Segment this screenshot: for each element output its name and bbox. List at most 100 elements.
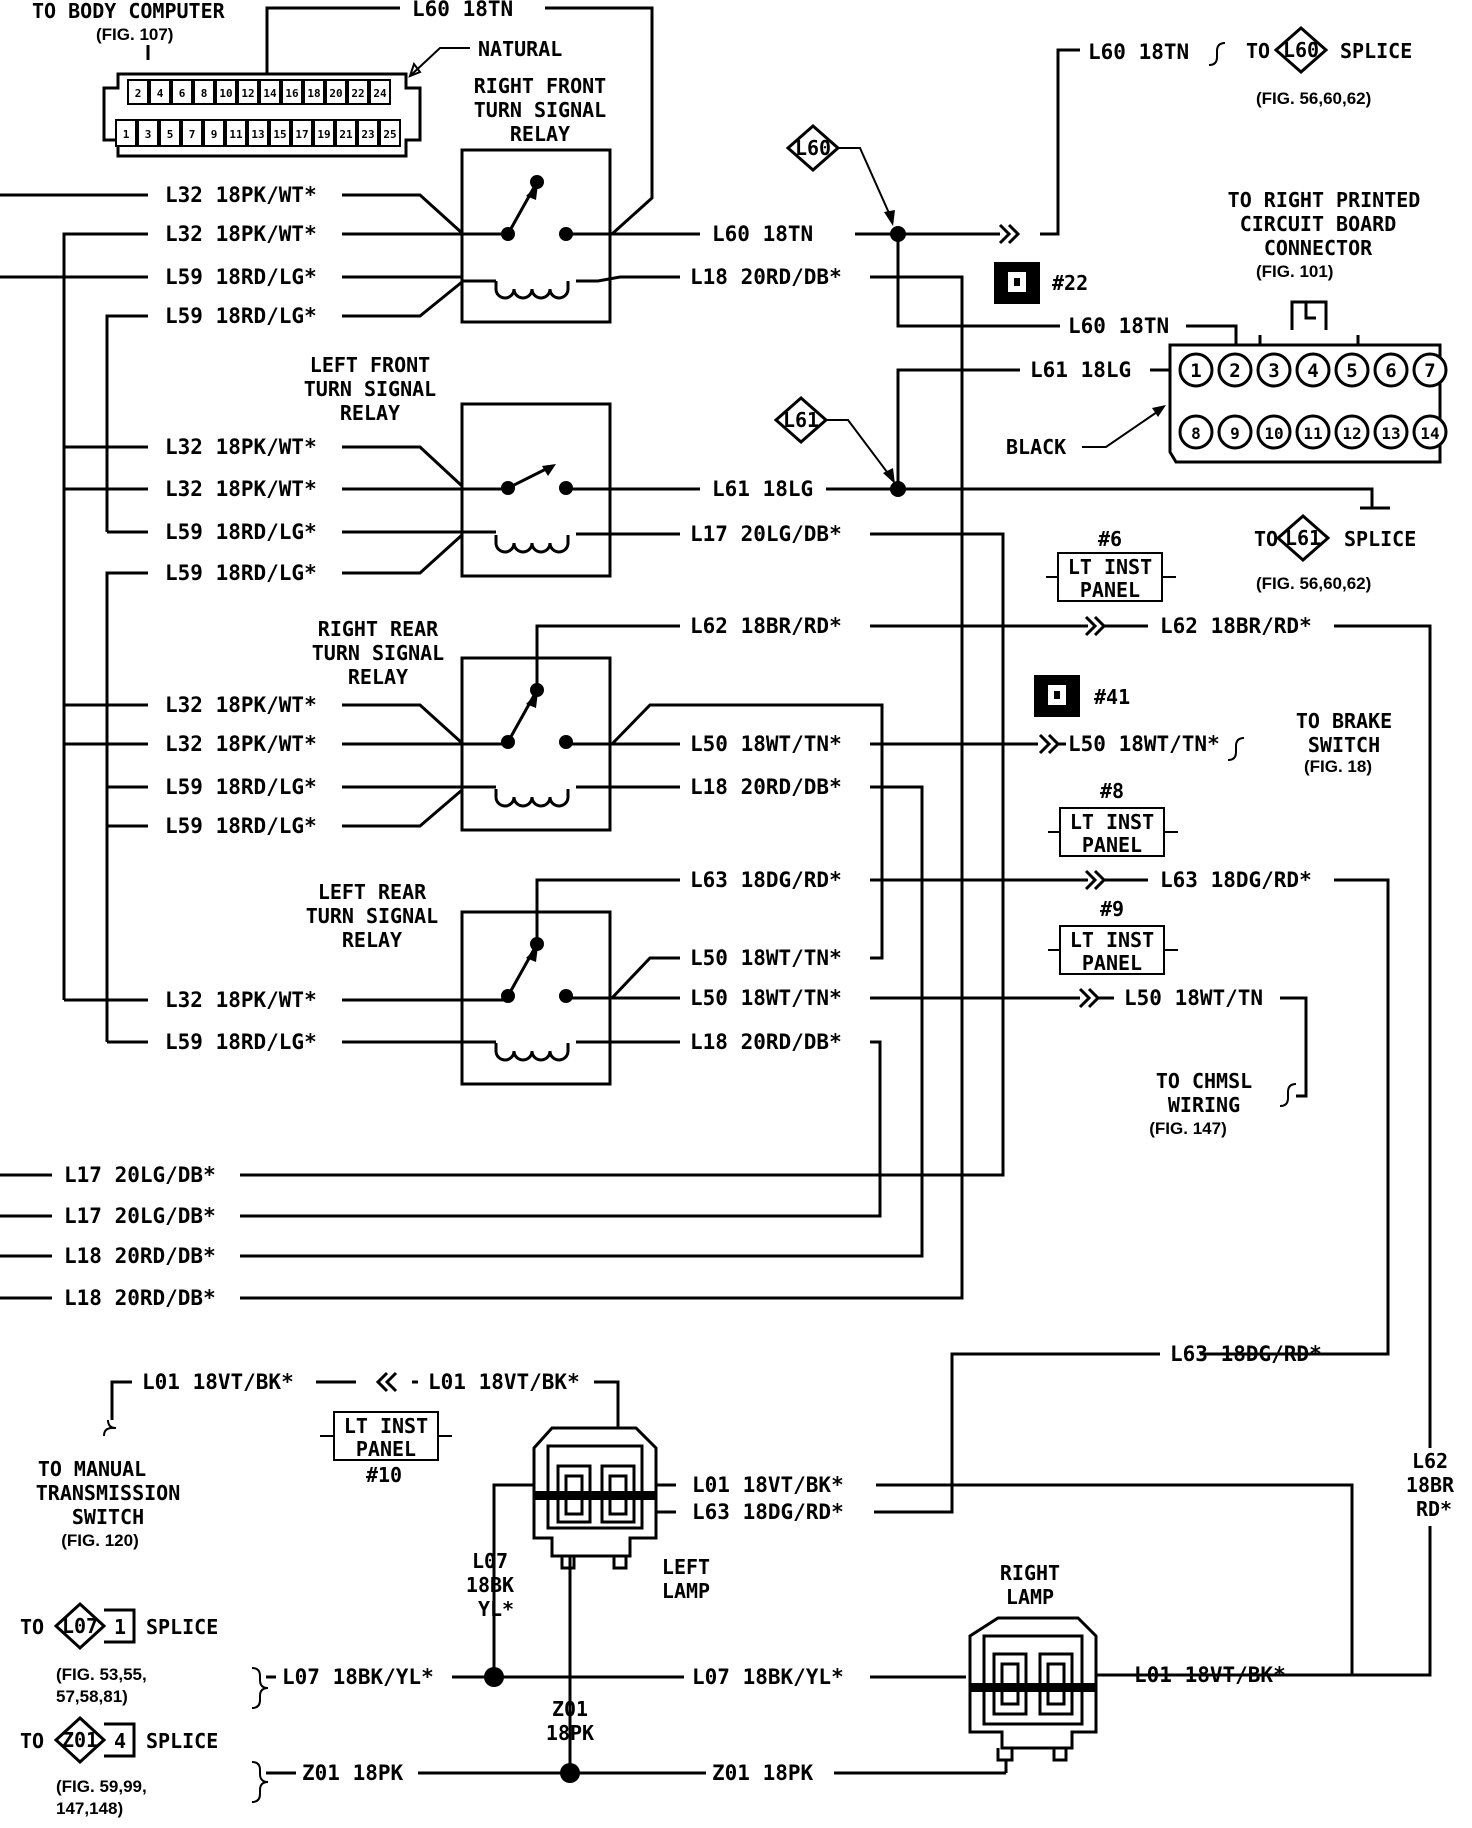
pin-cell bbox=[137, 119, 159, 147]
panel-8-line1: LT INST bbox=[1070, 810, 1154, 834]
panel-8-line2: PANEL bbox=[1082, 833, 1142, 857]
chmsl-line2: WIRING bbox=[1168, 1093, 1240, 1117]
wire-label-l17-out2: L17 20LG/DB* bbox=[64, 1204, 216, 1228]
body-computer-title: TO BODY COMPUTER bbox=[32, 0, 226, 23]
panel-6-num: #6 bbox=[1098, 527, 1122, 551]
pin-label: 10 bbox=[219, 87, 232, 100]
wire-label-l60-top: L60 18TN bbox=[412, 0, 513, 21]
rpcb-title-1: TO RIGHT PRINTED bbox=[1228, 188, 1421, 212]
pin-label: 3 bbox=[145, 128, 152, 141]
pin-cell bbox=[325, 79, 347, 105]
rpcb-pin-label: 5 bbox=[1346, 360, 1357, 382]
pin-label: 14 bbox=[263, 87, 277, 100]
wire-label-l50-r4a: L50 18WT/TN* bbox=[690, 946, 842, 970]
wire-label-l07-right: L07 18BK/YL* bbox=[692, 1665, 844, 1689]
wire-label-z01-left: Z01 18PK bbox=[302, 1761, 404, 1785]
wire-label-l07-left: L07 18BK/YL* bbox=[282, 1665, 434, 1689]
panel-9-line1: LT INST bbox=[1070, 928, 1154, 952]
splice-ref-l07: TO L07 1 SPLICE (FIG. 53,55, 57,58,81) bbox=[20, 1601, 218, 1706]
wire-label-l59-r3a: L59 18RD/LG* bbox=[165, 775, 317, 799]
splice-l60-to: TO bbox=[1246, 39, 1270, 63]
relay-coil bbox=[494, 535, 570, 554]
destination-chmsl-wiring: TO CHMSL WIRING (FIG. 147) bbox=[1149, 1069, 1252, 1138]
rpcb-pin-label: 6 bbox=[1385, 360, 1396, 382]
pin-cell bbox=[181, 119, 203, 147]
wire-label-l32-r2b: L32 18PK/WT* bbox=[165, 477, 317, 501]
relay-contact bbox=[559, 989, 573, 1003]
splice-l07-fig1: (FIG. 53,55, bbox=[56, 1665, 147, 1684]
inline-chevron bbox=[1078, 987, 1101, 1009]
brake-line2: SWITCH bbox=[1308, 733, 1380, 757]
wire-label-l50-r4b: L50 18WT/TN* bbox=[690, 986, 842, 1010]
wire-label-l18-out2: L18 20RD/DB* bbox=[64, 1286, 216, 1310]
wire-label-l63-lamp: L63 18DG/RD* bbox=[1170, 1342, 1322, 1366]
pin-label: 21 bbox=[339, 128, 353, 141]
pin-cell bbox=[149, 79, 171, 105]
right-lamp-line1: RIGHT bbox=[1000, 1561, 1060, 1585]
relay-rr-title-3: RELAY bbox=[348, 665, 408, 689]
rpcb-title-2: CIRCUIT BOARD bbox=[1240, 212, 1397, 236]
relay-left-front: LEFT FRONT TURN SIGNAL RELAY bbox=[304, 353, 612, 578]
rpcb-pin-label: 13 bbox=[1381, 424, 1400, 443]
right-lamp-connector: RIGHT LAMP bbox=[968, 1561, 1098, 1762]
wire-label-l59-r4a: L59 18RD/LG* bbox=[165, 1030, 317, 1054]
splice-ref-z01: TO Z01 4 SPLICE (FIG. 59,99, 147,148) bbox=[20, 1715, 218, 1818]
splice-z01-label: SPLICE bbox=[146, 1729, 218, 1753]
panel-8-num: #8 bbox=[1100, 779, 1124, 803]
pin-label: 20 bbox=[329, 87, 342, 100]
wire-label-l63-leftlamp: L63 18DG/RD* bbox=[692, 1500, 844, 1524]
left-lamp-line2: LAMP bbox=[662, 1579, 710, 1603]
panel-10-line2: PANEL bbox=[356, 1437, 416, 1461]
z01-vertical-1: Z01 bbox=[552, 1697, 588, 1721]
wire-label-l32-r3b: L32 18PK/WT* bbox=[165, 732, 317, 756]
wire-label-l62-r3: L62 18BR/RD* bbox=[690, 614, 842, 638]
wire-label-l50-brake: L50 18WT/TN* bbox=[1068, 732, 1220, 756]
right-lamp-line2: LAMP bbox=[1006, 1585, 1054, 1609]
chmsl-fig: (FIG. 147) bbox=[1149, 1119, 1226, 1138]
relay-rf-title-1: RIGHT FRONT bbox=[474, 74, 606, 98]
connector-41: #41 bbox=[1034, 675, 1130, 717]
relay-coil bbox=[494, 789, 570, 808]
pin-label: 15 bbox=[273, 128, 286, 141]
splice-ref-l61: TO L61 SPLICE (FIG. 56,60,62) bbox=[1254, 514, 1416, 593]
splice-z01-num: 4 bbox=[114, 1729, 126, 1753]
splice-l61-label: SPLICE bbox=[1344, 527, 1416, 551]
splice-l07-to: TO bbox=[20, 1615, 44, 1639]
wire-label-l62-right: L62 18BR/RD* bbox=[1160, 614, 1312, 638]
pin-label: 4 bbox=[157, 87, 164, 100]
mts-line1: TO MANUAL bbox=[38, 1457, 146, 1481]
l07-vertical-2: 18BK bbox=[466, 1573, 514, 1597]
relay-contact bbox=[559, 735, 573, 749]
wire-label-l18-out1: L18 20RD/DB* bbox=[64, 1244, 216, 1268]
chmsl-line1: TO CHMSL bbox=[1156, 1069, 1252, 1093]
wire-label-l59-r1b: L59 18RD/LG* bbox=[165, 304, 317, 328]
pin-label: 18 bbox=[307, 87, 320, 100]
lt-inst-panel-6: #6 LT INST PANEL bbox=[1046, 527, 1176, 602]
pin-label: 5 bbox=[167, 128, 174, 141]
wire-label-z01-right: Z01 18PK bbox=[712, 1761, 814, 1785]
relay-rf-title-2: TURN SIGNAL bbox=[474, 98, 606, 122]
l07-vertical-1: L07 bbox=[472, 1549, 508, 1573]
lt-inst-panel-8: #8 LT INST PANEL bbox=[1048, 779, 1178, 857]
rpcb-pin bbox=[1178, 414, 1214, 450]
destination-manual-transmission-switch: TO MANUAL TRANSMISSION SWITCH (FIG. 120) bbox=[36, 1457, 181, 1550]
relay-coil bbox=[494, 1043, 570, 1062]
pin-cell bbox=[379, 119, 401, 147]
mts-line3: SWITCH bbox=[72, 1505, 144, 1529]
panel-10-line1: LT INST bbox=[344, 1414, 428, 1438]
brake-line1: TO BRAKE bbox=[1296, 709, 1392, 733]
pin-cell bbox=[313, 119, 335, 147]
pin-label: 2 bbox=[135, 87, 142, 100]
pin-label: 22 bbox=[351, 87, 364, 100]
wire-label-l01-rightlamp: L01 18VT/BK* bbox=[1134, 1663, 1286, 1687]
splice-l61-node-label: L61 bbox=[783, 408, 819, 432]
splice-l07-num: 1 bbox=[114, 1615, 126, 1639]
mts-line2: TRANSMISSION bbox=[36, 1481, 181, 1505]
relay-rf-title-3: RELAY bbox=[510, 122, 570, 146]
relay-lr-title-1: LEFT REAR bbox=[318, 880, 427, 904]
wire-label-l32-r4a: L32 18PK/WT* bbox=[165, 988, 317, 1012]
